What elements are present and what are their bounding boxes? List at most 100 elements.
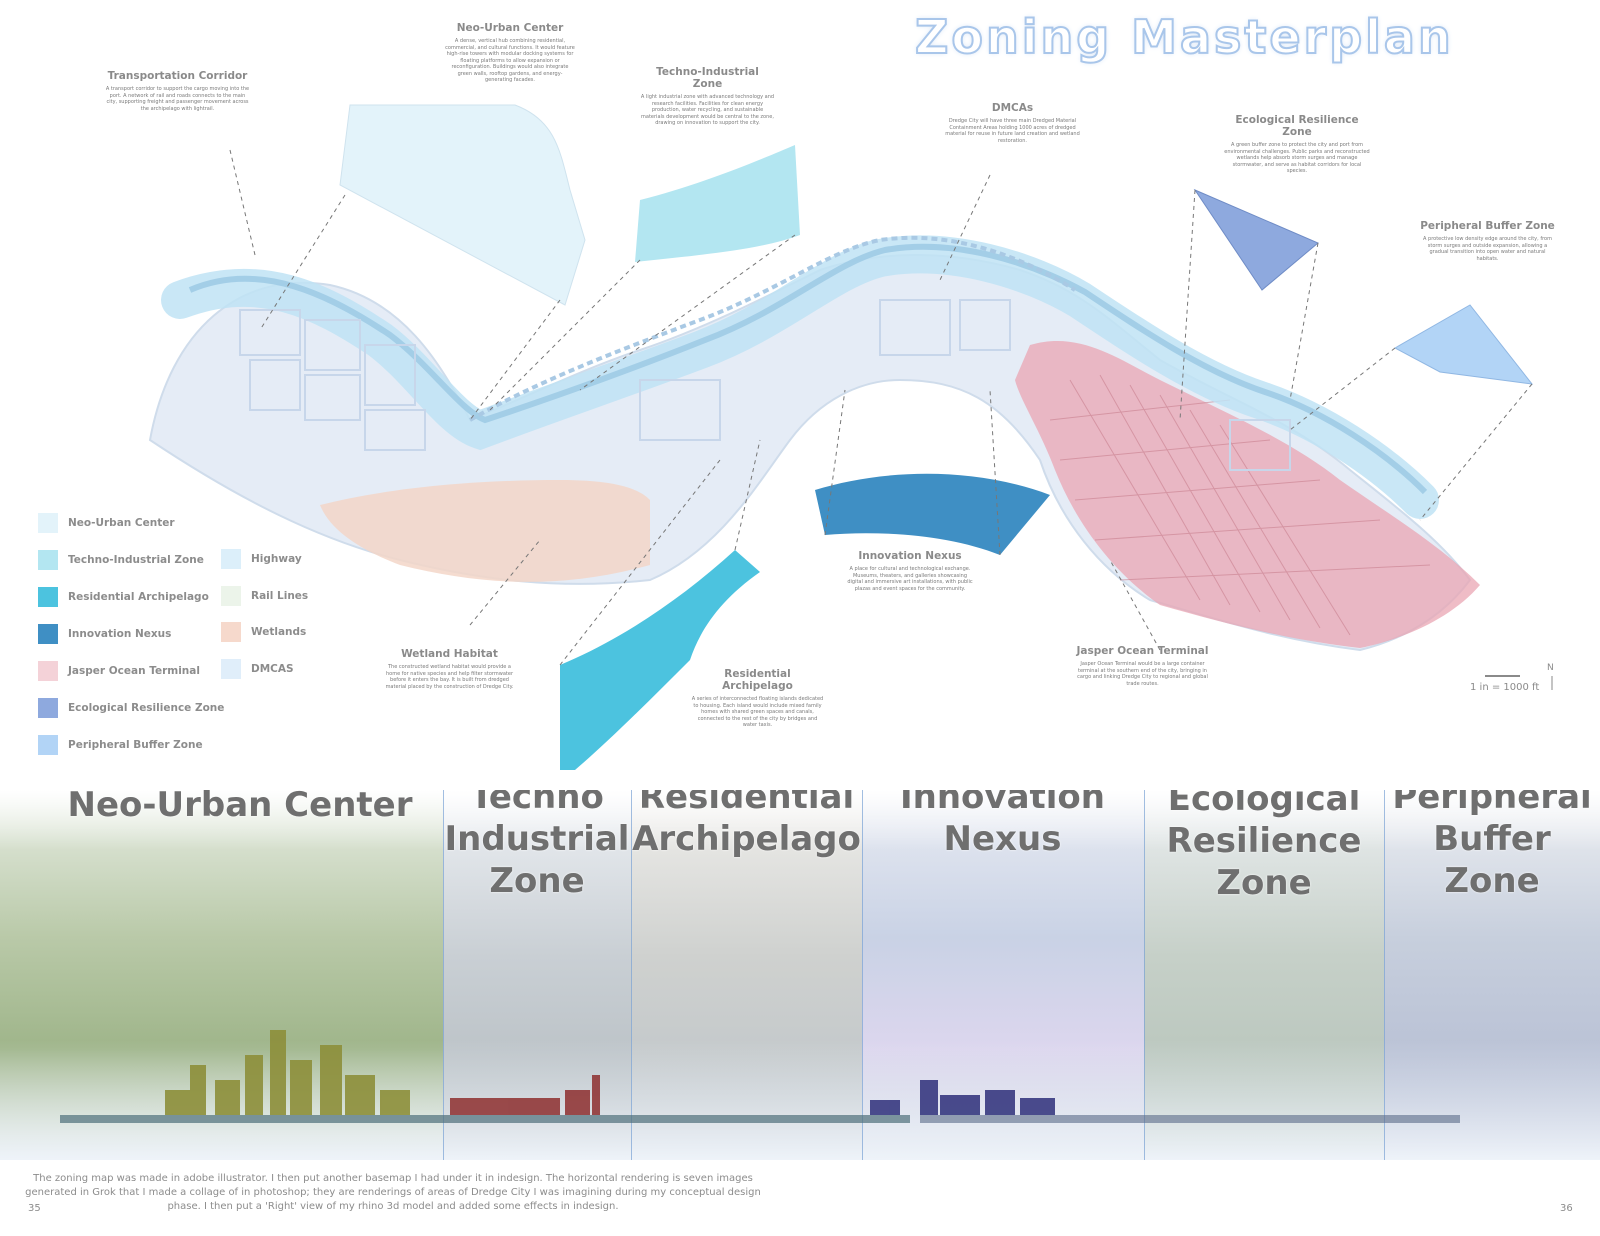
annotation-body: Dredge City will have three main Dredged…: [945, 118, 1080, 144]
panel-divider: [631, 790, 632, 1160]
legend-swatch: [38, 513, 58, 533]
legend-swatch: [221, 659, 241, 679]
annotation-body: A green buffer zone to protect the city …: [1224, 142, 1370, 174]
legend-label: Neo-Urban Center: [68, 517, 175, 529]
legend-swatch: [221, 586, 241, 606]
zone-title-techno: Techno Industrial Zone: [444, 790, 630, 901]
zoning-map-graphic: [148, 104, 1553, 770]
legend-item: Ecological Resilience Zone: [38, 698, 224, 718]
eco-zone-shape: [1193, 188, 1319, 291]
zoning-map: Zoning Masterplan Neo-Urban Center A den…: [38, 9, 1555, 770]
residential-zone-shape: [560, 550, 760, 770]
legend-swatch: [221, 549, 241, 569]
annotation-body: A place for cultural and technological e…: [847, 566, 973, 592]
highway-line: [188, 243, 1428, 495]
legend-item: Innovation Nexus: [38, 624, 171, 644]
legend-label: Techno-Industrial Zone: [68, 554, 204, 566]
annotation-heading: Residential Archipelago: [722, 668, 793, 692]
legend-label: Peripheral Buffer Zone: [68, 739, 203, 751]
panel-divider: [1384, 790, 1385, 1160]
annotation-body: A light industrial zone with advanced te…: [640, 94, 775, 126]
legend-label: Highway: [251, 553, 302, 565]
wetland-area: [320, 480, 650, 582]
legend-label: Innovation Nexus: [68, 628, 172, 640]
annotation-body: A series of interconnected floating isla…: [691, 696, 824, 728]
page-title: Zoning Masterplan: [914, 9, 1454, 65]
annotation-residential: Residential Archipelago A series of inte…: [690, 668, 825, 729]
annotation-body: A transport corridor to support the carg…: [105, 86, 250, 112]
legend-swatch: [38, 624, 58, 644]
legend-label: Jasper Ocean Terminal: [68, 665, 200, 677]
legend-item: Wetlands: [221, 622, 306, 642]
rendering-collage: Neo-Urban Center Techno Industrial Zone …: [0, 790, 1600, 1160]
page-number-right: 36: [1560, 1203, 1573, 1214]
zone-title-residential: Residential Archipelago: [632, 790, 861, 859]
legend-label: Wetlands: [251, 626, 307, 638]
legend-item: Peripheral Buffer Zone: [38, 735, 203, 755]
legend-swatch: [38, 661, 58, 681]
annotation-transport: Transportation Corridor A transport corr…: [105, 70, 250, 112]
zone-title-peripheral: Peripheral Buffer Zone: [1392, 790, 1592, 901]
river-band: [161, 235, 1439, 519]
legend-swatch: [38, 698, 58, 718]
legend-item: Residential Archipelago: [38, 587, 209, 607]
caption: The zoning map was made in adobe illustr…: [25, 1173, 761, 1212]
annotation-heading: Transportation Corridor: [107, 70, 248, 82]
bottom-fade: [0, 1040, 1600, 1160]
legend-swatch: [221, 622, 241, 642]
zone-title-eco: Ecological Resilience Zone: [1166, 790, 1362, 903]
legend-item: Jasper Ocean Terminal: [38, 661, 200, 681]
peripheral-zone-shape: [1393, 304, 1534, 385]
innovation-zone-shape: [815, 473, 1050, 555]
annotation-body: The constructed wetland habitat would pr…: [385, 664, 514, 690]
annotation-heading: Neo-Urban Center: [456, 22, 564, 34]
legend-item: Rail Lines: [221, 586, 308, 606]
annotation-eco: Ecological Resilience Zone A green buffe…: [1222, 114, 1372, 175]
leader-lines: [229, 149, 1533, 666]
legend-label: Ecological Resilience Zone: [68, 702, 225, 714]
scale-label: 1 in = 1000 ft: [1470, 682, 1540, 693]
legend-swatch: [38, 587, 58, 607]
legend-item: Highway: [221, 549, 302, 569]
legend-swatch: [38, 735, 58, 755]
annotation-jasper: Jasper Ocean Terminal Jasper Ocean Termi…: [1075, 645, 1210, 687]
annotation-heading: Wetland Habitat: [401, 648, 498, 660]
jasper-terminal-area: [1015, 340, 1480, 648]
annotation-heading: DMCAs: [991, 102, 1034, 114]
legend-swatch: [38, 550, 58, 570]
panel-divider: [862, 790, 863, 1160]
neo-urban-blocks: [239, 299, 1291, 471]
annotation-heading: Jasper Ocean Terminal: [1076, 645, 1209, 657]
annotation-neo-urban: Neo-Urban Center A dense, vertical hub c…: [445, 22, 575, 84]
panel-divider: [443, 790, 444, 1160]
legend-label: Residential Archipelago: [68, 591, 209, 603]
annotation-body: A dense, vertical hub combining resident…: [445, 38, 575, 83]
zone-title-neo-urban: Neo-Urban Center: [67, 790, 413, 825]
annotation-peripheral: Peripheral Buffer Zone A protective low …: [1420, 220, 1555, 262]
top-fade: [0, 790, 1600, 850]
page-number-left: 35: [28, 1203, 41, 1214]
legend-item: DMCAS: [221, 659, 294, 679]
legend-label: Rail Lines: [251, 590, 309, 602]
annotation-techno: Techno-Industrial Zone A light industria…: [640, 66, 775, 127]
north-label: N: [1547, 663, 1554, 673]
legend-label: DMCAS: [251, 663, 294, 675]
jasper-grid: [1049, 374, 1431, 636]
legend-item: Neo-Urban Center: [38, 513, 175, 533]
annotation-dmcas: DMCAs Dredge City will have three main D…: [945, 102, 1080, 144]
zone-title-innovation: Innovation Nexus: [900, 790, 1105, 859]
annotation-innovation: Innovation Nexus A place for cultural an…: [845, 550, 975, 592]
annotation-heading: Ecological Resilience Zone: [1235, 114, 1359, 138]
annotation-heading: Techno-Industrial Zone: [656, 66, 759, 90]
annotation-heading: Innovation Nexus: [858, 550, 962, 562]
legend-item: Techno-Industrial Zone: [38, 550, 204, 570]
panel-divider: [1144, 790, 1145, 1160]
annotation-body: Jasper Ocean Terminal would be a large c…: [1077, 661, 1208, 687]
annotation-heading: Peripheral Buffer Zone: [1420, 220, 1555, 232]
annotation-wetland: Wetland Habitat The constructed wetland …: [382, 648, 517, 690]
annotation-body: A protective low density edge around the…: [1423, 236, 1552, 262]
techno-zone-shape: [635, 145, 800, 262]
section-silhouette: [60, 1030, 1460, 1123]
neo-urban-zone-shape: [339, 104, 586, 306]
rail-line: [469, 235, 1077, 422]
